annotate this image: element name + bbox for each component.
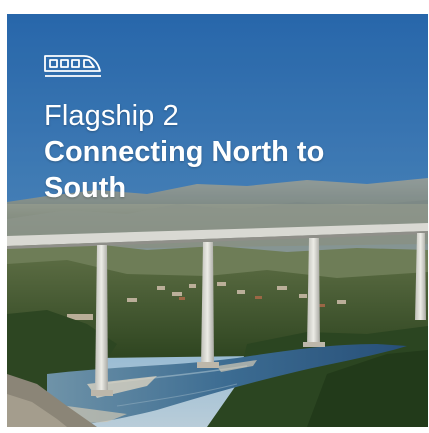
train-icon	[44, 55, 101, 77]
card-headline: Flagship 2 Connecting North to South	[44, 99, 404, 206]
bridge-landscape-photo	[7, 14, 428, 427]
card-title: Connecting North to South	[44, 136, 325, 204]
card-eyebrow: Flagship 2	[44, 100, 179, 132]
card-overlay: Flagship 2 Connecting North to South	[7, 14, 428, 427]
flagship-card[interactable]: Flagship 2 Connecting North to South	[7, 14, 428, 427]
